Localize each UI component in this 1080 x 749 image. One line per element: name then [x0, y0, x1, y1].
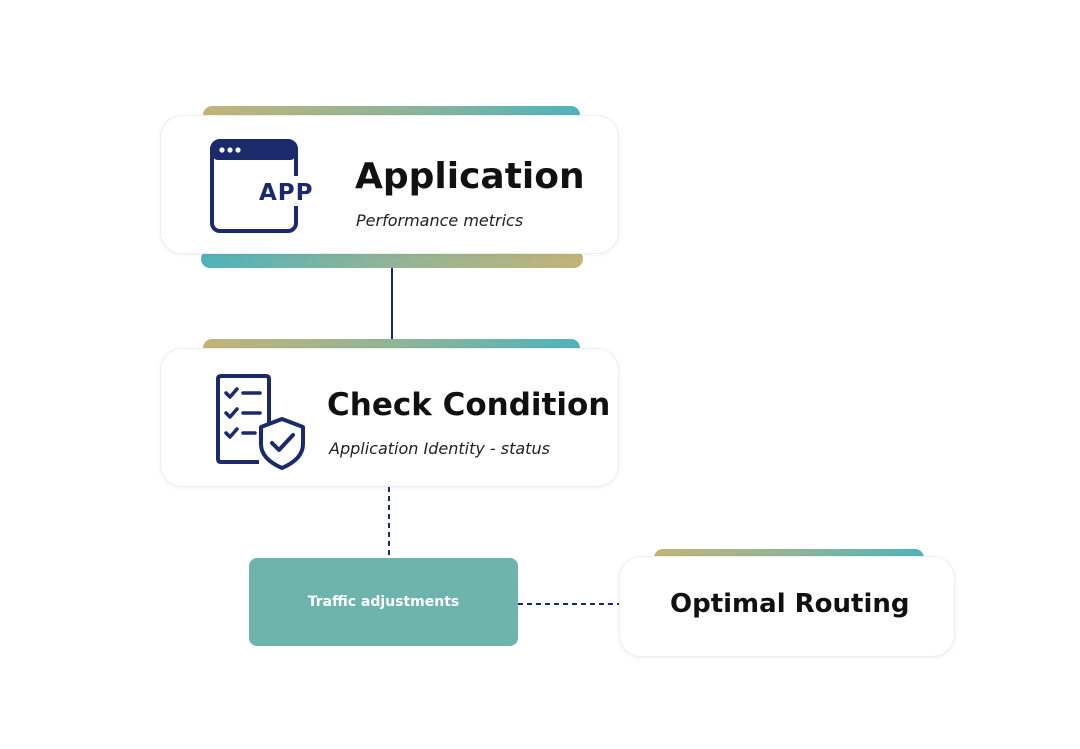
app-icon-text: APP — [259, 180, 313, 206]
traffic-adjustments-box[interactable]: Traffic adjustments — [249, 558, 518, 646]
application-accent-bottom — [201, 250, 583, 268]
checklist-shield-icon — [216, 374, 305, 470]
check-condition-title: Check Condition — [327, 387, 611, 423]
optimal-routing-card[interactable]: Optimal Routing — [619, 556, 955, 657]
application-subtitle: Performance metrics — [356, 211, 524, 230]
app-window-icon: APP — [210, 139, 313, 233]
application-card[interactable]: APP Application Performance metrics — [160, 115, 619, 254]
optimal-routing-title: Optimal Routing — [670, 589, 910, 619]
check-condition-card[interactable]: Check Condition Application Identity - s… — [160, 348, 619, 487]
check-condition-subtitle: Application Identity - status — [329, 439, 550, 458]
traffic-adjustments-label: Traffic adjustments — [307, 594, 460, 610]
application-title: Application — [355, 156, 585, 197]
